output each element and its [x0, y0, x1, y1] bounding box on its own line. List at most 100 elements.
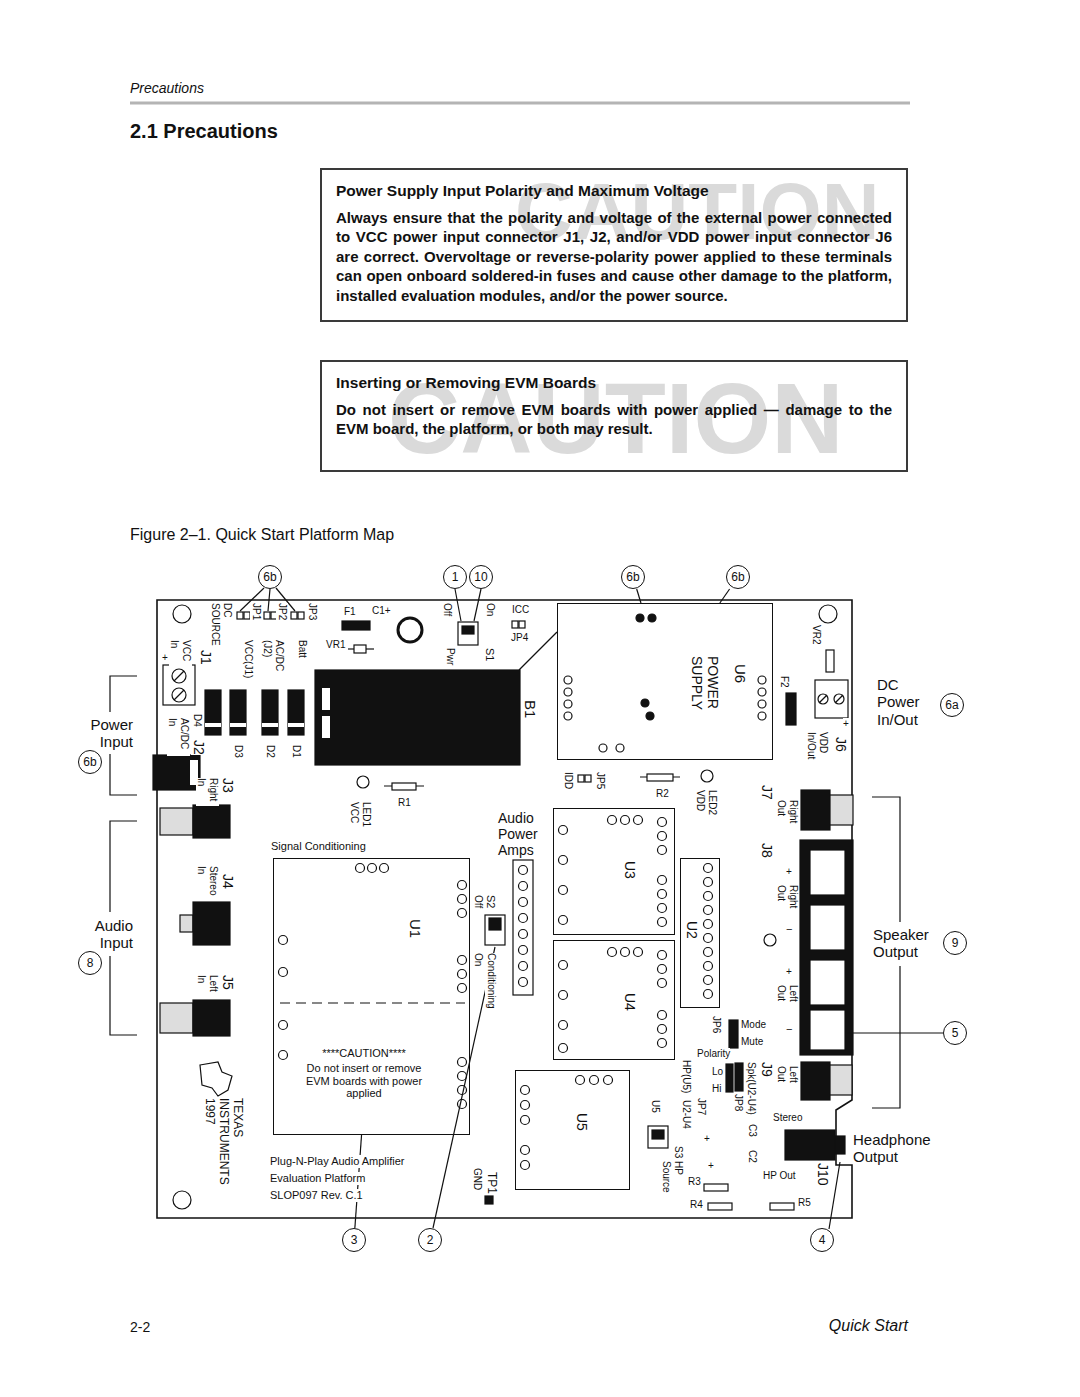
callout-circle: 9	[943, 931, 967, 955]
module-text: POWER SUPPLY	[689, 656, 721, 718]
board-label: Batt	[297, 640, 309, 658]
board-label: Right In	[196, 778, 219, 806]
board-label: J9	[759, 1062, 775, 1077]
board-label: +	[843, 718, 849, 730]
callout-circle: 6a	[940, 693, 964, 717]
board-label: TEXAS INSTRUMENTS 1997	[203, 1098, 244, 1198]
board-label: On	[473, 953, 485, 966]
board-label: J3	[220, 778, 236, 793]
page-header-text: 2-2	[130, 1319, 150, 1335]
board-label: −	[786, 923, 792, 936]
caution-body: Always ensure that the polarity and volt…	[336, 208, 892, 306]
callout-circle: 6b	[621, 565, 645, 589]
board-label: Audio Power Amps	[498, 810, 553, 858]
board-label: J4	[220, 874, 236, 889]
board-label: JP4	[511, 632, 528, 644]
board-label: C2	[747, 1150, 759, 1163]
board-label: +	[786, 866, 792, 878]
caution-heading: Power Supply Input Polarity and Maximum …	[336, 181, 892, 201]
board-label: U2-U4	[681, 1100, 693, 1129]
board-label: R1	[398, 797, 411, 809]
board-label: LED2 VDD	[695, 790, 718, 824]
module-text: U5	[574, 1113, 590, 1131]
page-header-text: Quick Start	[808, 1317, 908, 1335]
board-label: −	[786, 1023, 792, 1036]
board-label: J6	[833, 737, 849, 752]
callout-circle: 3	[342, 1228, 366, 1252]
board-label: VCC In	[169, 640, 192, 666]
board-label: Left Out	[776, 985, 799, 1015]
board-label: LED1 VCC	[349, 802, 372, 836]
board-label: Stereo	[773, 1112, 802, 1124]
board-label: Lo	[712, 1066, 723, 1078]
callout-number: 2	[427, 1234, 434, 1246]
board-label: +	[162, 652, 168, 664]
module-box: U6 POWER SUPPLY	[557, 603, 773, 760]
board-label: Audio Input	[61, 917, 133, 952]
callout-number: 6b	[731, 571, 744, 583]
caution-box: Power Supply Input Polarity and Maximum …	[320, 168, 908, 322]
caution-body: Do not insert or remove EVM boards with …	[336, 400, 892, 439]
board-label: Right Out	[776, 885, 799, 919]
board-label: J2	[191, 740, 207, 755]
board-label: JP1	[251, 603, 263, 620]
callout-number: 6a	[945, 699, 958, 711]
board-label: Right Out	[776, 800, 799, 834]
page-header-text: Precautions	[130, 80, 204, 96]
board-label: J7	[759, 785, 775, 800]
board-label: On	[485, 603, 497, 616]
board-label: U5	[650, 1100, 662, 1113]
module-text: U2	[684, 921, 700, 939]
board-label: HP Source	[661, 1161, 684, 1197]
module-text: U6	[732, 664, 749, 683]
callout-circle: 6b	[78, 750, 102, 774]
figure-caption: Figure 2–1. Quick Start Platform Map	[130, 526, 394, 544]
callout-number: 4	[819, 1234, 826, 1246]
board-label: IDD	[563, 772, 575, 789]
section-heading: 2.1 Precautions	[130, 120, 278, 143]
module-text: ****CAUTION****	[299, 1047, 429, 1060]
board-label: S1	[483, 648, 496, 661]
callout-number: 6b	[83, 756, 96, 768]
board-label: Left Out	[776, 1066, 799, 1096]
caution-heading: Inserting or Removing EVM Boards	[336, 373, 892, 393]
board-label: AC/DC In	[167, 718, 190, 756]
board-label: F1	[344, 606, 356, 618]
board-label: B1	[522, 700, 539, 718]
board-label: Evaluation Platform	[270, 1172, 365, 1185]
board-label: HP(U5)	[681, 1060, 693, 1093]
module-text: U3	[622, 861, 638, 879]
board-label: HP Out	[763, 1170, 796, 1182]
board-label: S2	[484, 895, 497, 908]
board-label: F2	[779, 676, 791, 688]
callout-circle: 6b	[726, 565, 750, 589]
board-label: Power Input	[61, 716, 133, 751]
callout-number: 3	[351, 1234, 358, 1246]
callout-circle: 6b	[258, 565, 282, 589]
callout-circle: 10	[469, 565, 493, 589]
board-label: Mute	[741, 1036, 763, 1048]
board-label: +	[704, 1133, 710, 1145]
callout-circle: 2	[418, 1228, 442, 1252]
board-label: VR2	[811, 625, 823, 644]
board-label: Left In	[196, 975, 219, 999]
callout-number: 8	[87, 957, 94, 969]
board-label: D1	[291, 745, 303, 758]
board-label: TP1	[484, 1172, 498, 1194]
board-label: JP5	[595, 772, 607, 789]
board-label: Pwr	[445, 648, 457, 665]
board-label: Headphone Output	[853, 1131, 943, 1166]
board-label: J10	[815, 1163, 831, 1186]
board-label: Speaker Output	[873, 926, 943, 961]
board-label: +	[786, 966, 792, 978]
board-label: AC/DC (J2)	[262, 640, 285, 680]
board-label: ICC	[512, 604, 529, 616]
board-label: R3	[688, 1176, 701, 1188]
caution-box: Inserting or Removing EVM Boards Do not i…	[320, 360, 908, 472]
callout-number: 6b	[626, 571, 639, 583]
callout-circle: 5	[943, 1021, 967, 1045]
module-box: Signal ConditioningU1****CAUTION****Do n…	[273, 858, 470, 1135]
board-label: +	[708, 1160, 714, 1172]
callout-number: 10	[474, 571, 487, 583]
